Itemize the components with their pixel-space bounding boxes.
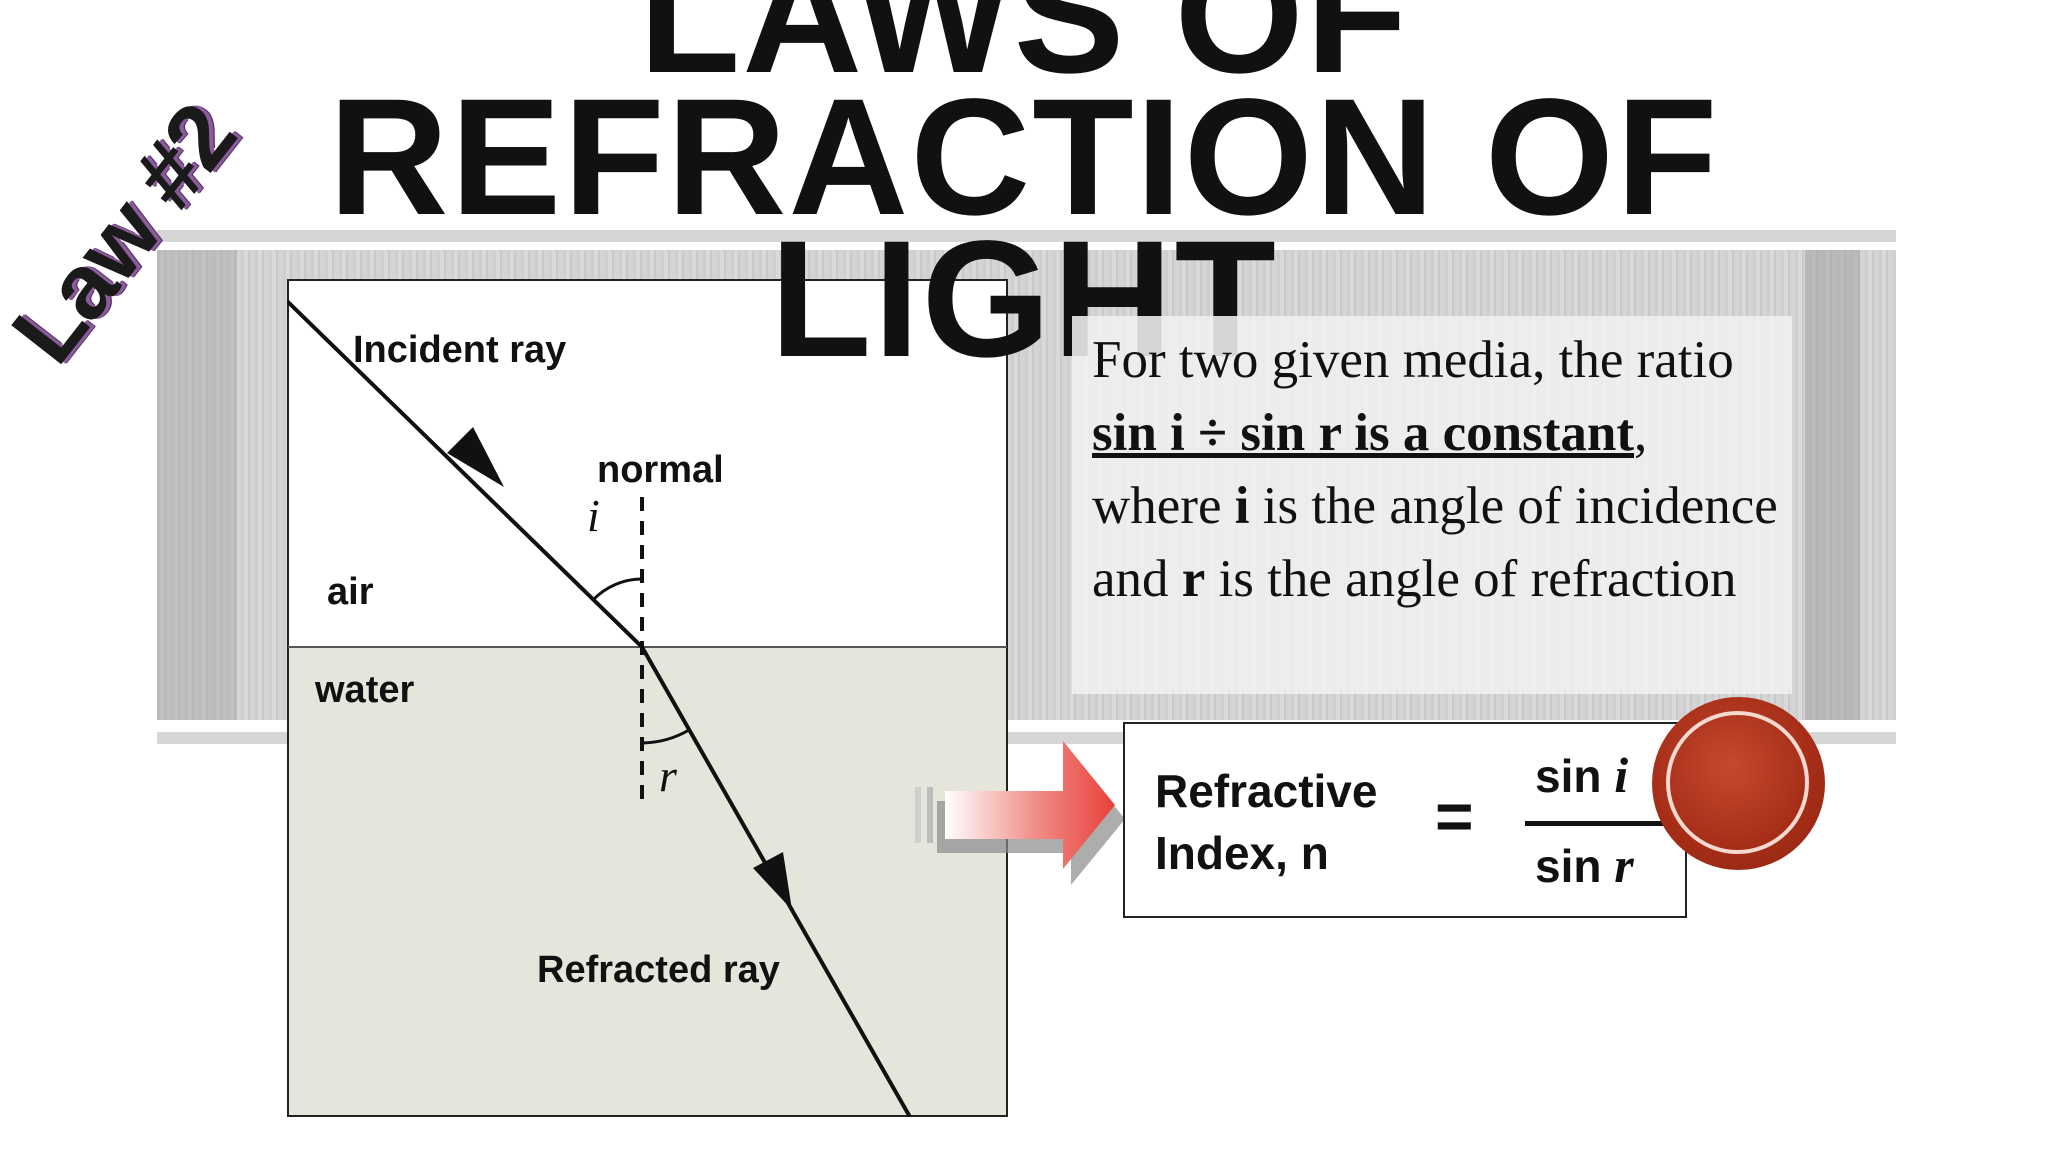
diagram-svg xyxy=(287,279,1008,1117)
arrow-body xyxy=(945,741,1115,869)
page-title: LAWS OF REFRACTION OF LIGHT xyxy=(300,0,1748,383)
title-line-2: REFRACTION OF xyxy=(328,65,1720,250)
numerator-text: sin xyxy=(1535,750,1615,802)
description-r: r xyxy=(1181,550,1206,608)
air-label: air xyxy=(327,571,374,613)
refracted-arrowhead xyxy=(753,852,792,910)
formula-denominator: sin r xyxy=(1535,836,1634,894)
normal-label: normal xyxy=(597,449,724,491)
incident-arrowhead xyxy=(447,427,504,487)
description-i: i xyxy=(1234,477,1250,535)
formula-lhs-line-1: Refractive xyxy=(1155,765,1378,817)
description-part-3: is the angle of incidence and xyxy=(1092,477,1778,608)
arrow-tail-bar-2 xyxy=(927,787,933,843)
title-line-1: LAWS OF xyxy=(638,0,1410,108)
water-region xyxy=(288,647,1007,1116)
denominator-text: sin xyxy=(1535,840,1615,892)
description-part-1: For two given media, the ratio xyxy=(1092,331,1734,389)
refracted-ray-label: Refracted ray xyxy=(537,949,780,991)
band-dark-left xyxy=(157,250,237,720)
incident-ray-label: Incident ray xyxy=(353,329,567,371)
air-region xyxy=(288,280,1007,647)
angle-i-arc xyxy=(591,577,643,602)
formula-numerator: sin i xyxy=(1535,746,1628,804)
band-dark-right xyxy=(1805,250,1860,720)
description-ratio: sin i ÷ sin r is a constant xyxy=(1092,404,1635,462)
refraction-diagram: Incident ray normal i air water r Refrac… xyxy=(287,279,1008,1117)
angle-r-symbol: r xyxy=(659,750,677,801)
band-top-line xyxy=(157,230,1896,242)
numerator-var: i xyxy=(1614,747,1629,803)
formula-lhs: Refractive Index, n xyxy=(1155,760,1377,884)
angle-r-arc xyxy=(641,728,690,745)
formula-box: Refractive Index, n = sin i sin r xyxy=(1123,722,1687,918)
description-part-4: is the angle of refraction xyxy=(1205,550,1737,608)
diagram-frame xyxy=(287,279,1008,1117)
fraction-bar xyxy=(1525,821,1675,826)
description-part-2: , where xyxy=(1092,404,1648,535)
denominator-var: r xyxy=(1614,837,1634,893)
incident-ray xyxy=(287,299,644,649)
arrow-tail-bar-1 xyxy=(915,787,921,843)
water-label: water xyxy=(315,669,415,711)
arrow-icon xyxy=(915,741,1125,885)
formula-equals: = xyxy=(1435,779,1474,853)
decorative-seal xyxy=(1652,697,1825,870)
angle-i-symbol: i xyxy=(587,490,600,541)
law-description: For two given media, the ratio sin i ÷ s… xyxy=(1072,316,1792,694)
formula-lhs-line-2: Index, n xyxy=(1155,827,1329,879)
